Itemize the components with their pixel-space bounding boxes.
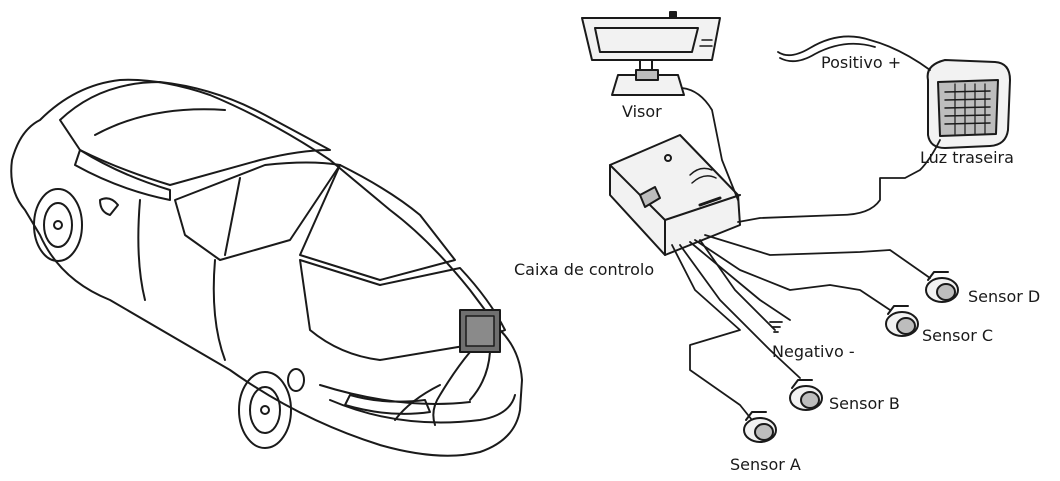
label-sensor-a: Sensor A	[730, 455, 801, 474]
car-tail-light	[344, 394, 431, 415]
car-side-window	[174, 161, 341, 261]
label-caixa-de-controlo: Caixa de controlo	[514, 260, 655, 279]
label-visor: Visor	[622, 102, 662, 121]
label-positivo: Positivo +	[821, 53, 902, 72]
car-rear-window	[299, 164, 456, 281]
car-roof	[59, 81, 331, 186]
label-sensor-c: Sensor C	[922, 326, 994, 345]
rear-light-unit	[926, 59, 1011, 149]
car-illustration	[10, 78, 523, 457]
car-windshield	[74, 149, 171, 201]
sensor-a-device	[743, 411, 777, 443]
wiring	[671, 35, 941, 421]
label-luz-traseira: Luz traseira	[920, 148, 1014, 167]
sensor-d-device	[925, 271, 959, 303]
sensor-c-device	[885, 305, 919, 337]
car-front-wheel	[33, 188, 83, 262]
car-body-outline	[10, 78, 523, 457]
car-rear-wheel	[238, 371, 292, 449]
display-unit	[581, 11, 721, 96]
label-sensor-d: Sensor D	[968, 287, 1041, 306]
label-negativo: Negativo -	[772, 342, 855, 361]
sensor-b-device	[789, 379, 823, 411]
label-sensor-b: Sensor B	[829, 394, 900, 413]
control-box	[609, 134, 741, 256]
